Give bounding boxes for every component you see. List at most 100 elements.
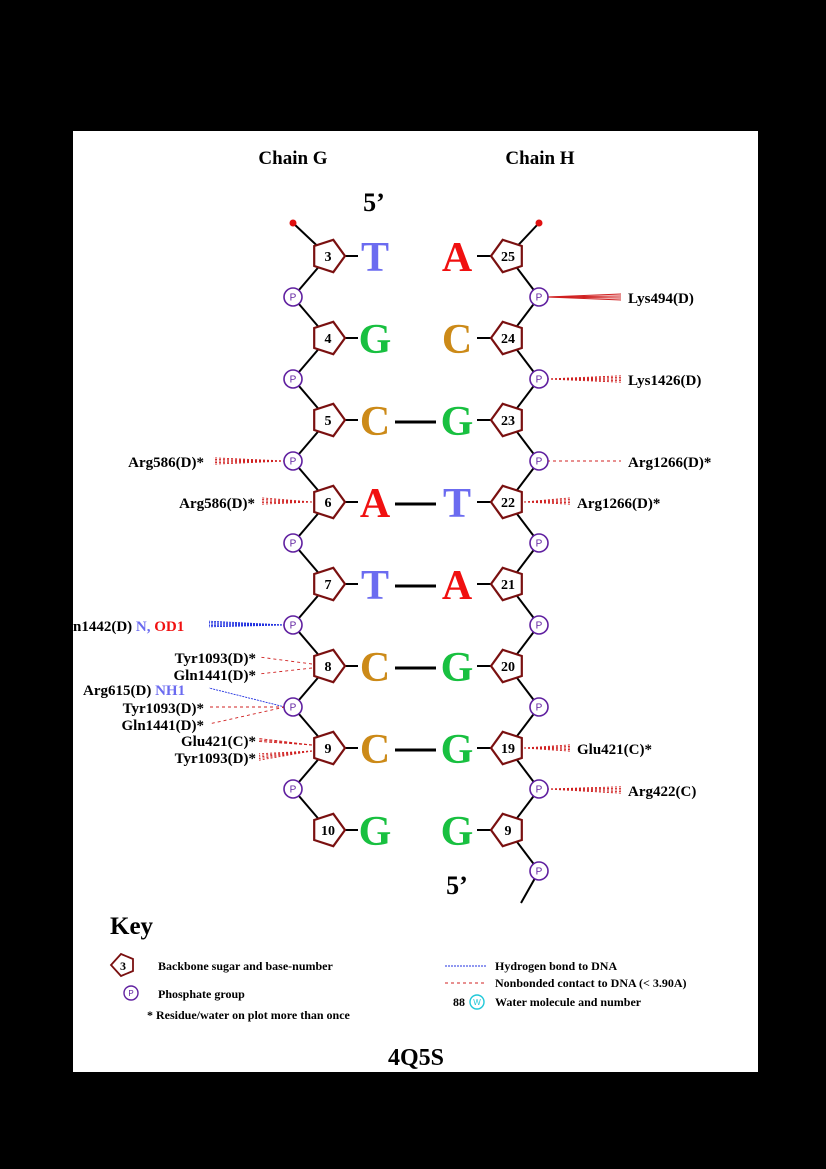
line-arg422 bbox=[546, 787, 622, 790]
interaction-labels: Lys494(D) Lys1426(D) Arg586(D)* Arg1266(… bbox=[73, 291, 711, 800]
base-letter-R-20: G bbox=[441, 645, 474, 691]
label-tyr1093-sugar9: Tyr1093(D)* bbox=[175, 751, 256, 767]
sugar-pentagon-R-9 bbox=[489, 812, 523, 848]
sugar-pentagon-L-10 bbox=[313, 812, 347, 848]
phosphate-letter: P bbox=[536, 293, 543, 304]
base-letter-R-21: A bbox=[442, 563, 473, 609]
sugar-number-R-20: 20 bbox=[501, 660, 515, 675]
line-asn1442 bbox=[208, 624, 286, 628]
key-water-icon bbox=[469, 994, 485, 1010]
line-glu421-sugar9 bbox=[258, 739, 313, 746]
base-letter-L-8: C bbox=[360, 645, 390, 691]
phosphate-letter: P bbox=[290, 375, 297, 386]
label-arg615: Arg615(D) NH1 bbox=[83, 683, 185, 699]
key-phosphate-letter: P bbox=[128, 989, 133, 998]
line-lys1426 bbox=[546, 378, 622, 383]
sugar-number-L-6: 6 bbox=[325, 496, 332, 511]
pdb-id: 4Q5S bbox=[388, 1045, 444, 1071]
line-arg422 bbox=[546, 788, 622, 794]
sugar-pentagon-L-5 bbox=[313, 402, 347, 438]
phosphate-L-0 bbox=[283, 287, 303, 307]
line-glu421-sugar19 bbox=[523, 747, 572, 752]
key-water-text: Water molecule and number bbox=[495, 995, 642, 1009]
label-tyr1093-sugar8: Tyr1093(D)* bbox=[175, 651, 256, 667]
base-letter-L-10: G bbox=[359, 809, 392, 855]
key-contact-text: Nonbonded contact to DNA (< 3.90A) bbox=[495, 976, 687, 990]
sugar-number-R-21: 21 bbox=[501, 578, 515, 593]
sugar-number-R-9: 9 bbox=[505, 824, 512, 839]
sugar-pentagon-L-6 bbox=[313, 484, 347, 520]
terminus-dot-right bbox=[535, 219, 543, 227]
line-arg615 bbox=[208, 687, 286, 708]
line-gln1441-sugar8 bbox=[258, 667, 313, 675]
line-glu421-sugar9 bbox=[258, 741, 313, 746]
base-letter-R-19: G bbox=[441, 727, 474, 773]
sugar-pentagon-R-21 bbox=[489, 566, 523, 602]
line-glu421-sugar19 bbox=[523, 744, 572, 749]
label-gln1441-sugar8: Gln1441(D)* bbox=[174, 668, 257, 684]
key-title: Key bbox=[110, 913, 154, 940]
label-lys494: Lys494(D) bbox=[628, 291, 694, 307]
base-letter-R-23: G bbox=[441, 399, 474, 445]
sugar-number-R-24: 24 bbox=[501, 332, 515, 347]
phosphate-L-4 bbox=[283, 615, 303, 635]
sugar-pentagon-L-3 bbox=[313, 238, 347, 274]
sugar-pentagon-R-22 bbox=[489, 484, 523, 520]
phosphate-letter: P bbox=[290, 621, 297, 632]
phosphate-R-2 bbox=[529, 451, 549, 471]
five-prime-left: 5’ bbox=[363, 188, 385, 217]
label-asn1442-od1: OD1 bbox=[154, 619, 184, 635]
key-sugar-pentagon bbox=[109, 952, 134, 978]
key-water-letter: W bbox=[473, 998, 481, 1007]
interaction-lines bbox=[208, 293, 622, 794]
base-letter-L-6: A bbox=[360, 481, 391, 527]
label-asn1442: n1442(D) N, OD1 bbox=[73, 619, 184, 635]
line-arg586-sugar bbox=[260, 501, 313, 505]
base-letter-R-24: C bbox=[442, 317, 472, 363]
line-arg1266-sugar bbox=[523, 501, 572, 504]
sugar-number-L-9: 9 bbox=[325, 742, 332, 757]
phosphate-letter: P bbox=[536, 785, 543, 796]
phosphate-letter: P bbox=[290, 457, 297, 468]
label-lys1426: Lys1426(D) bbox=[628, 373, 701, 389]
phosphate-letter: P bbox=[290, 539, 297, 550]
key-sugar-text: Backbone sugar and base-number bbox=[158, 959, 333, 973]
sugar-pentagon-L-4 bbox=[313, 320, 347, 356]
sugar-pentagon-R-23 bbox=[489, 402, 523, 438]
line-glu421-sugar9 bbox=[258, 738, 313, 746]
label-arg1266-phosphate: Arg1266(D)* bbox=[628, 455, 711, 471]
phosphate-L-1 bbox=[283, 369, 303, 389]
sugar-number-L-8: 8 bbox=[325, 660, 332, 675]
sugar-pentagon-R-19 bbox=[489, 730, 523, 766]
key-sugar-number: 3 bbox=[120, 959, 126, 973]
phosphate-letter: P bbox=[536, 375, 543, 386]
phosphate-R-1 bbox=[529, 369, 549, 389]
sugar-pentagon-R-20 bbox=[489, 648, 523, 684]
phosphate-letter: P bbox=[536, 867, 543, 878]
sugar-number-L-4: 4 bbox=[325, 332, 332, 347]
chain-h-header: Chain H bbox=[505, 148, 574, 169]
base-letter-R-22: T bbox=[443, 481, 471, 527]
phosphate-L-3 bbox=[283, 533, 303, 553]
phosphate-L-2 bbox=[283, 451, 303, 471]
sugar-number-L-3: 3 bbox=[325, 250, 332, 265]
terminus-dot-left bbox=[289, 219, 297, 227]
sugar-pentagon-R-24 bbox=[489, 320, 523, 356]
phosphate-letter: P bbox=[536, 621, 543, 632]
phosphate-R-6 bbox=[529, 779, 549, 799]
key-legend: Key 3 Backbone sugar and base-number P P… bbox=[109, 913, 687, 1022]
phosphate-letter: P bbox=[290, 703, 297, 714]
line-arg1266-sugar bbox=[523, 498, 572, 503]
sugar-pentagon-L-8 bbox=[313, 648, 347, 684]
line-glu421-sugar19 bbox=[523, 745, 572, 749]
label-arg1266-sugar: Arg1266(D)* bbox=[577, 496, 660, 512]
label-arg586-sugar: Arg586(D)* bbox=[179, 496, 255, 512]
phosphate-letter: P bbox=[290, 293, 297, 304]
base-letter-L-5: C bbox=[360, 399, 390, 445]
sugar-number-R-22: 22 bbox=[501, 496, 515, 511]
label-glu421-sugar19: Glu421(C)* bbox=[577, 742, 652, 758]
base-pair-bonds bbox=[395, 420, 436, 752]
